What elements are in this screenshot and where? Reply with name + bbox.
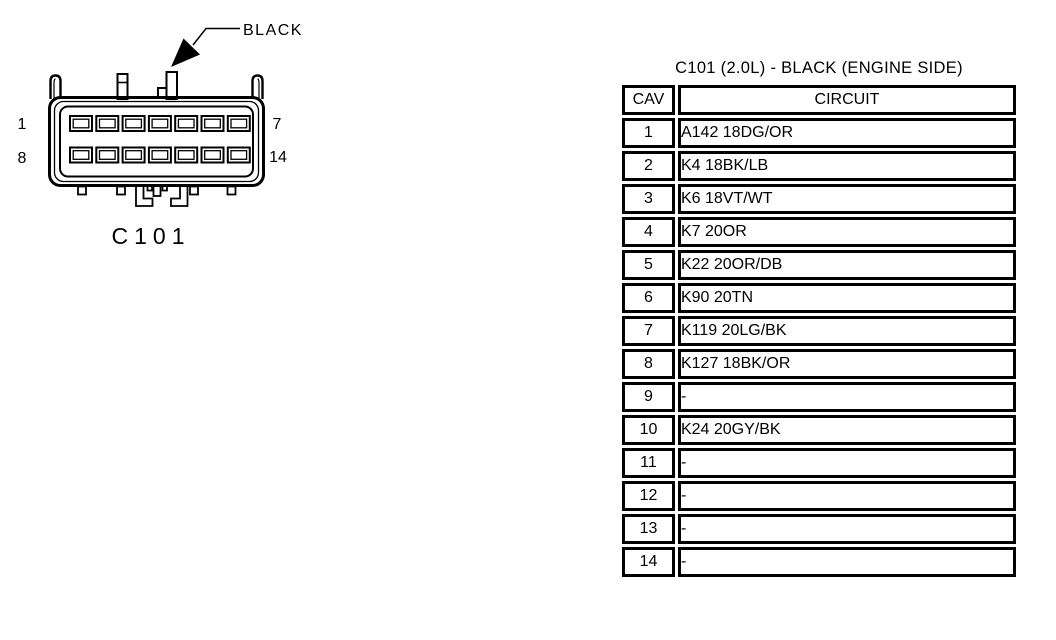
connector-outline-outer (48, 96, 265, 187)
cav-cell: 4 (622, 217, 675, 247)
cav-cell: 2 (622, 151, 675, 181)
circuit-cell: - (677, 481, 1016, 511)
cav-cell: 13 (622, 514, 675, 544)
connector-left-ear (49, 74, 62, 99)
circuit-cell: K7 20OR (677, 217, 1016, 247)
table-row: 7 K119 20LG/BK (622, 316, 1016, 346)
circuit-cell: K119 20LG/BK (677, 316, 1016, 346)
cav-cell: 3 (622, 184, 675, 214)
connector-outline-mid (53, 100, 260, 183)
table-header-row: CAV CIRCUIT (622, 85, 1016, 115)
circuit-cell: A142 18DG/OR (677, 118, 1016, 148)
color-callout-arrow-icon (171, 38, 200, 67)
cav-cell: 5 (622, 250, 675, 280)
cav-cell: 10 (622, 415, 675, 445)
cav-cell: 7 (622, 316, 675, 346)
pin-number-8: 8 (18, 150, 27, 167)
pin-number-14: 14 (269, 149, 287, 166)
connector-right-ear-inner (257, 78, 260, 99)
connector-bottom-tabs (77, 185, 237, 207)
cav-cell: 12 (622, 481, 675, 511)
cav-cell: 11 (622, 448, 675, 478)
circuit-cell: - (677, 448, 1016, 478)
connector-figure: BLACK 1 8 7 14 C101 (18, 22, 303, 249)
header-circuit: CIRCUIT (677, 85, 1016, 115)
cav-cell: 9 (622, 382, 675, 412)
connector-label: C101 (112, 223, 191, 249)
connector-outline-inner (59, 105, 254, 178)
table-row: 10 K24 20GY/BK (622, 415, 1016, 445)
table-row: 8 K127 18BK/OR (622, 349, 1016, 379)
circuit-cell: - (677, 547, 1016, 577)
connector-top-tab (116, 73, 129, 100)
circuit-cell: K6 18VT/WT (677, 184, 1016, 214)
circuit-cell: K4 18BK/LB (677, 151, 1016, 181)
connector-key-tab-step (157, 87, 167, 99)
circuit-cell: - (677, 514, 1016, 544)
circuit-cell: K127 18BK/OR (677, 349, 1016, 379)
header-cav: CAV (622, 85, 675, 115)
color-callout-leader (192, 27, 240, 46)
circuit-cell: - (677, 382, 1016, 412)
pinout-table-block: C101 (2.0L) - BLACK (ENGINE SIDE) CAV CI… (619, 59, 1019, 580)
cav-cell: 14 (622, 547, 675, 577)
table-row: 11 - (622, 448, 1016, 478)
circuit-cell: K22 20OR/DB (677, 250, 1016, 280)
table-row: 5 K22 20OR/DB (622, 250, 1016, 280)
pin-number-1: 1 (18, 116, 27, 133)
table-title: C101 (2.0L) - BLACK (ENGINE SIDE) (675, 59, 963, 77)
pinout-table: CAV CIRCUIT 1 A142 18DG/OR 2 K4 18BK/LB … (619, 82, 1019, 580)
pin-cavities (69, 115, 251, 164)
circuit-cell: K90 20TN (677, 283, 1016, 313)
pin-number-7: 7 (273, 116, 282, 133)
table-row: 1 A142 18DG/OR (622, 118, 1016, 148)
cav-cell: 6 (622, 283, 675, 313)
circuit-cell: K24 20GY/BK (677, 415, 1016, 445)
connector-left-ear-inner (53, 78, 56, 99)
table-row: 6 K90 20TN (622, 283, 1016, 313)
table-row: 4 K7 20OR (622, 217, 1016, 247)
connector-key-tab (165, 71, 178, 100)
connector-right-ear (251, 74, 264, 99)
cav-cell: 8 (622, 349, 675, 379)
color-callout-label: BLACK (243, 22, 303, 39)
table-row: 3 K6 18VT/WT (622, 184, 1016, 214)
table-row: 12 - (622, 481, 1016, 511)
table-row: 9 - (622, 382, 1016, 412)
cav-cell: 1 (622, 118, 675, 148)
connector-body-drawing (48, 27, 265, 207)
table-row: 2 K4 18BK/LB (622, 151, 1016, 181)
table-row: 13 - (622, 514, 1016, 544)
table-row: 14 - (622, 547, 1016, 577)
